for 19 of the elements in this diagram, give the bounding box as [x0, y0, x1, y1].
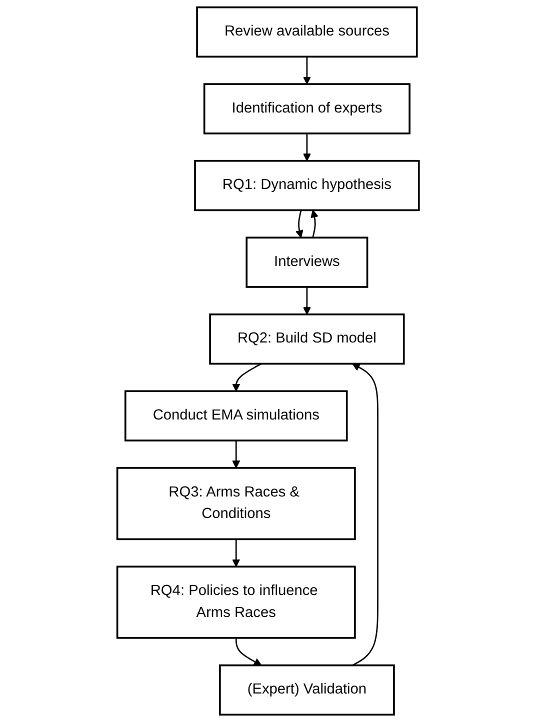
node-box: Interviews: [246, 236, 368, 288]
node-box: Identification of experts: [203, 83, 410, 134]
arrow: [302, 133, 311, 162]
node-box: RQ2: Build SD model: [209, 313, 405, 365]
arrow: [232, 539, 240, 567]
node-box: RQ1: Dynamic hypothesis: [194, 160, 420, 212]
arrow: [302, 286, 311, 315]
arrow: [232, 440, 240, 468]
arrow: [235, 638, 262, 666]
arrow: [295, 210, 304, 238]
node-box: RQ4: Policies to influence Arms Races: [116, 566, 356, 639]
arrow: [310, 210, 318, 238]
node-box: RQ3: Arms Races & Conditions: [116, 467, 356, 540]
node-box: (Expert) Validation: [218, 664, 395, 716]
node-box: Conduct EMA simulations: [124, 390, 348, 442]
arrow: [232, 363, 262, 392]
node-box: Review available sources: [196, 6, 418, 58]
arrow: [302, 56, 311, 84]
arrow: [352, 363, 378, 666]
